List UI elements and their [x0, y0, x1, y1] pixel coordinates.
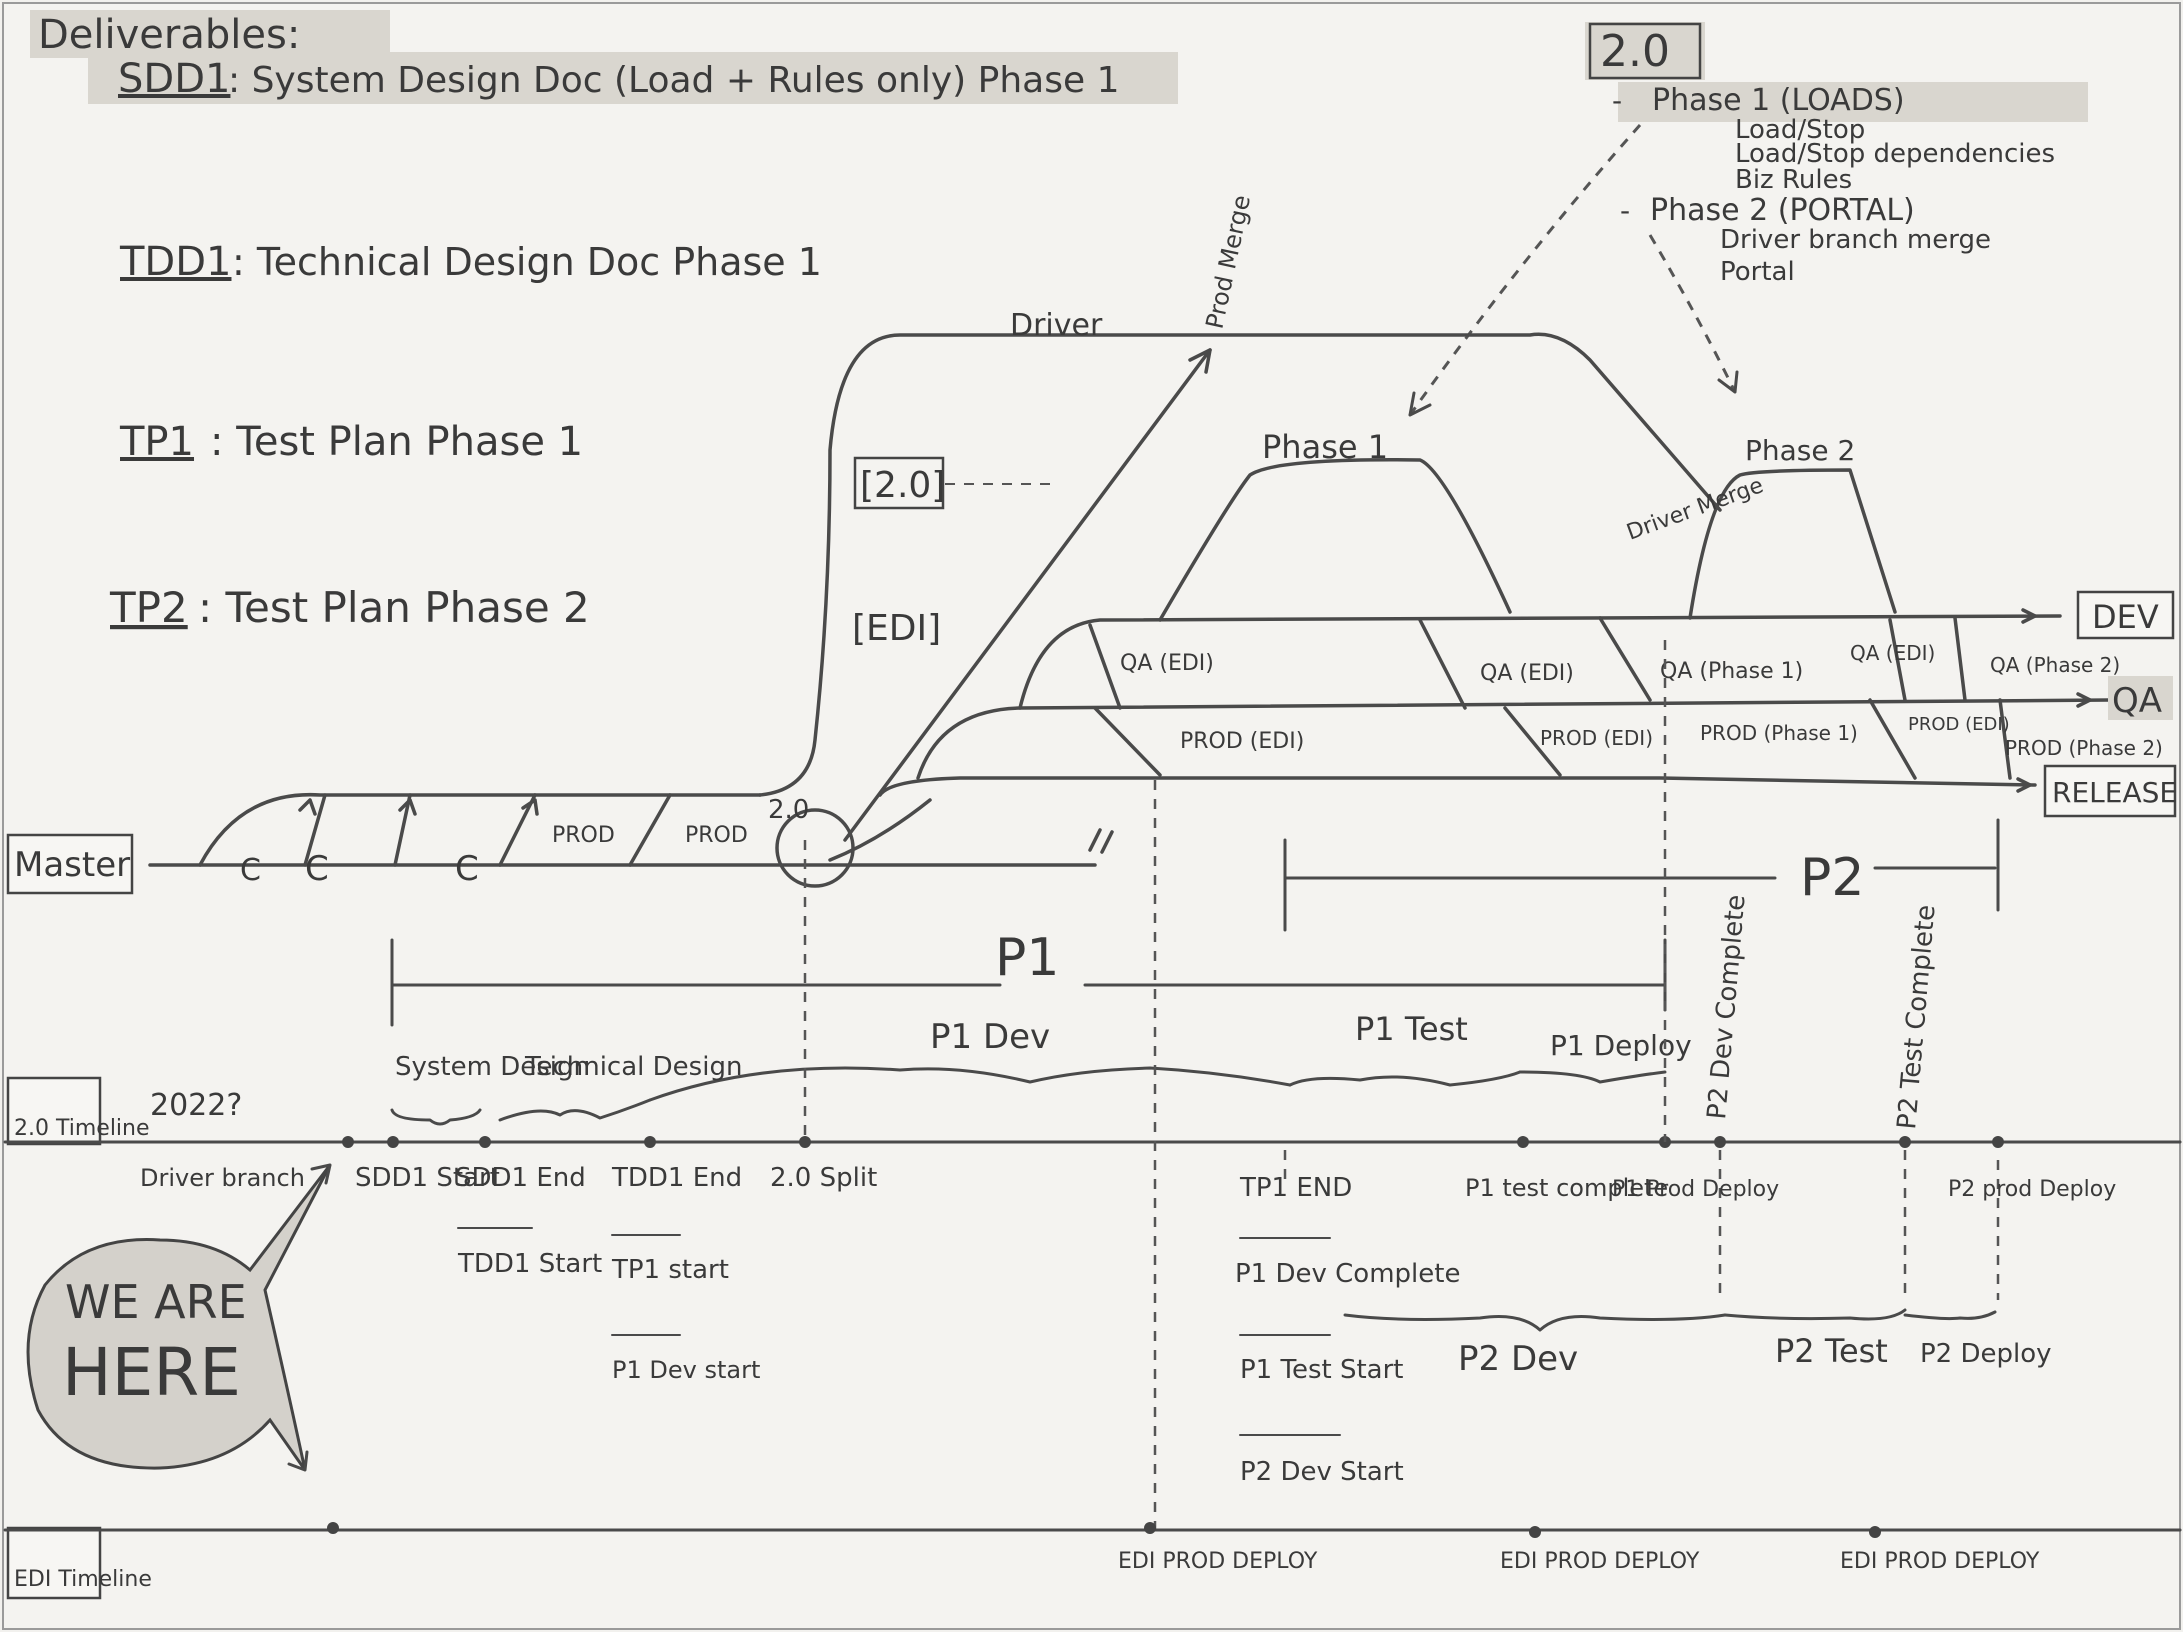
split-2-0-label: 2.0: [768, 795, 809, 825]
deliverable-tp1-text: : Test Plan Phase 1: [210, 419, 583, 465]
milestone: TDD1 End TP1 start P1 Dev start: [611, 1163, 760, 1384]
commit-label: C: [240, 853, 261, 888]
milestone: P2 prod Deploy: [1948, 1177, 2116, 1202]
svg-text:P1 Dev start: P1 Dev start: [612, 1356, 760, 1384]
branch-qa-label: QA: [2112, 681, 2162, 721]
edi-timeline-label: EDI Timeline: [14, 1567, 152, 1592]
svg-text:TDD1 Start: TDD1 Start: [457, 1249, 602, 1279]
edi-timeline: EDI Timeline EDI PROD DEPLOY EDI PROD DE…: [3, 1522, 2182, 1600]
svg-text:SDD1 End: SDD1 End: [455, 1163, 586, 1193]
svg-text:TP1 start: TP1 start: [611, 1255, 729, 1285]
span-p1-test: P1 Test: [1355, 1010, 1468, 1048]
span-p2: P2: [1800, 848, 1864, 908]
deliverable-tdd1-text: : Technical Design Doc Phase 1: [232, 240, 822, 284]
merge-label: QA (Phase 1): [1660, 659, 1803, 684]
deliverable-tdd1-code: TDD1: [119, 239, 231, 285]
deliverables-title: Deliverables:: [38, 12, 300, 58]
span-p2-dev: P2 Dev: [1458, 1339, 1578, 1379]
phase2-scope-item: Portal: [1720, 257, 1795, 287]
merge-label: QA (EDI): [1850, 641, 1935, 665]
span-technical-design: Technical Design: [524, 1052, 742, 1082]
span-p2-deploy: P2 Deploy: [1920, 1339, 2052, 1369]
deliverable-tp2-code: TP2: [109, 583, 188, 632]
timeline-2-0: 2.0 Timeline 2022? Driver branch: [3, 640, 2182, 1540]
timeline-2-0-label: 2.0 Timeline: [14, 1116, 150, 1141]
prod-commit-label: PROD: [552, 823, 615, 848]
milestone: SDD1 End TDD1 Start: [455, 1163, 602, 1279]
deliverables-list: Deliverables: SDD1 : System Design Doc (…: [30, 10, 1178, 632]
svg-text:TP1 END: TP1 END: [1239, 1173, 1352, 1203]
span-system-design: System Design: [395, 1052, 590, 1082]
svg-text:TDD1 End: TDD1 End: [611, 1163, 742, 1193]
branch-release-label: RELEASE: [2052, 776, 2177, 809]
branch-driver-label: Driver: [1010, 308, 1103, 343]
milestone: Driver branch: [140, 1164, 305, 1192]
span-p1-deploy: P1 Deploy: [1550, 1029, 1692, 1062]
deliverable-tp2-text: : Test Plan Phase 2: [198, 583, 590, 632]
span-p2-test: P2 Test: [1775, 1332, 1888, 1370]
merge-label: PROD (EDI): [1180, 729, 1304, 754]
merge-label: QA (Phase 2): [1990, 653, 2120, 677]
timeline-year: 2022?: [150, 1088, 242, 1123]
version-title: 2.0: [1600, 26, 1670, 77]
milestone: TP1 END P1 Dev Complete P1 Test Start P2…: [1235, 1173, 1460, 1487]
svg-text:P1 Dev Complete: P1 Dev Complete: [1235, 1259, 1460, 1289]
span-p1: P1: [995, 928, 1059, 988]
phase2-scope-title: Phase 2 (PORTAL): [1650, 193, 1915, 228]
milestone: SDD1 Start: [355, 1163, 500, 1193]
svg-text:Driver branch: Driver branch: [140, 1164, 305, 1192]
branch-dev-label: DEV: [2092, 598, 2159, 636]
callout-line-2: HERE: [62, 1334, 241, 1411]
tag-2-0: [2.0]: [860, 465, 945, 506]
edi-milestone: EDI PROD DEPLOY: [1118, 1549, 1318, 1574]
merge-label: PROD (Phase 1): [1700, 721, 1858, 745]
tag-edi: [EDI]: [852, 608, 941, 649]
merge-label: QA (EDI): [1120, 651, 1214, 676]
svg-text:P1 Test Start: P1 Test Start: [1240, 1355, 1403, 1385]
callout-line-1: WE ARE: [65, 1275, 247, 1329]
branch-master-label: Master: [14, 845, 130, 885]
prod-commit-label: PROD: [685, 823, 748, 848]
svg-text:P2 Dev Start: P2 Dev Start: [1240, 1457, 1404, 1487]
svg-text:P1 Prod Deploy: P1 Prod Deploy: [1612, 1177, 1779, 1202]
phase1-scope-item: Load/Stop: [1735, 115, 1865, 145]
svg-text:-: -: [1620, 194, 1630, 227]
milestone: 2.0 Split: [770, 1163, 877, 1193]
edi-milestone: EDI PROD DEPLOY: [1500, 1549, 1700, 1574]
svg-text:P2 prod Deploy: P2 prod Deploy: [1948, 1177, 2116, 1202]
branch-graph: [148, 332, 2112, 888]
commit-label: C: [305, 849, 329, 889]
phase1-scope-item: Biz Rules: [1735, 165, 1852, 195]
svg-text:2.0 Split: 2.0 Split: [770, 1163, 877, 1193]
merge-label: QA (EDI): [1480, 661, 1574, 686]
milestone: P1 test complete: [1465, 1174, 1668, 1202]
svg-text:SDD1 Start: SDD1 Start: [355, 1163, 500, 1193]
milestone: P1 Prod Deploy: [1612, 1177, 1779, 1202]
merge-label: PROD (Phase 2): [2005, 736, 2163, 760]
svg-text:-: -: [1612, 84, 1622, 117]
phase1-branch-label: Phase 1: [1262, 428, 1388, 466]
deliverable-tp1-code: TP1: [119, 419, 194, 465]
deliverable-sdd1-text: : System Design Doc (Load + Rules only) …: [228, 60, 1119, 101]
edi-milestone: EDI PROD DEPLOY: [1840, 1549, 2040, 1574]
we-are-here-callout: WE ARE HERE: [26, 1163, 332, 1472]
merge-label: PROD (EDI): [1540, 726, 1653, 750]
svg-text:P1 test complete: P1 test complete: [1465, 1174, 1668, 1202]
phase2-branch-label: Phase 2: [1745, 434, 1855, 467]
phase2-scope-item: Driver branch merge: [1720, 225, 1991, 255]
phase1-scope-title: Phase 1 (LOADS): [1652, 83, 1905, 118]
span-p1-dev: P1 Dev: [930, 1017, 1050, 1057]
deliverable-sdd1-code: SDD1: [118, 56, 230, 102]
merge-label: PROD (EDI): [1908, 714, 2010, 735]
commit-label: C: [455, 849, 479, 889]
phase1-scope-item: Load/Stop dependencies: [1735, 139, 2055, 169]
version-2-0-scope: 2.0 - Phase 1 (LOADS) Load/Stop Load/Sto…: [1408, 22, 2088, 417]
